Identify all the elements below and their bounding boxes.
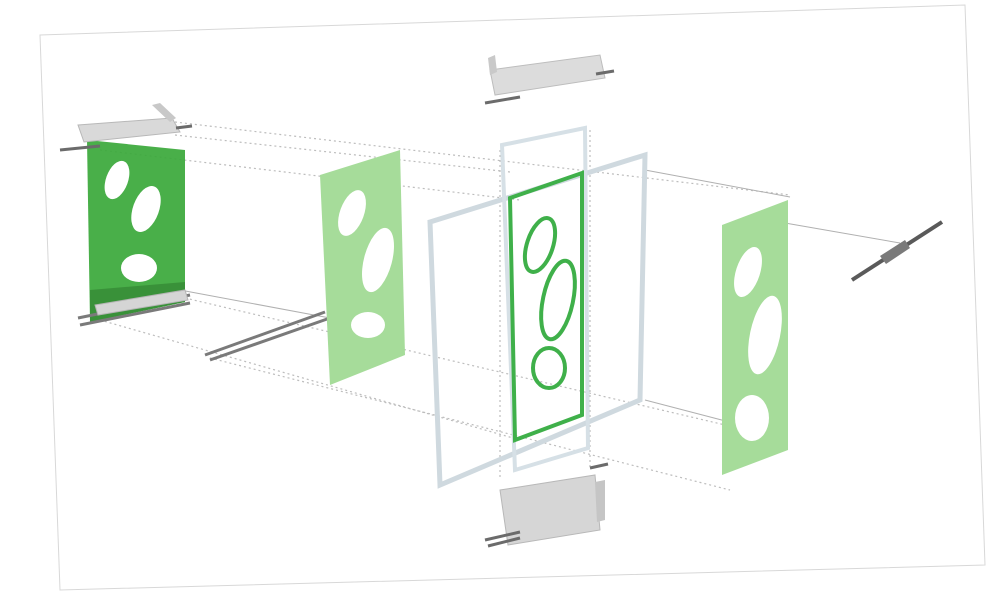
gasket	[507, 170, 584, 443]
rail-top-left	[59, 103, 193, 152]
rail-top-center	[484, 54, 615, 105]
end-plate-left-holes	[104, 160, 161, 282]
hole	[351, 312, 385, 338]
hole	[131, 186, 161, 232]
rail-bottom-left	[94, 289, 189, 316]
hole	[734, 246, 762, 298]
hole	[104, 160, 130, 200]
frame-rectangle-2	[499, 125, 591, 473]
gasket-ring	[531, 346, 567, 390]
gasket-ring	[522, 216, 558, 274]
gasket-ring	[539, 258, 577, 342]
rail-bottom-center	[484, 462, 609, 548]
hole	[735, 395, 769, 441]
hole	[362, 227, 394, 293]
hole	[338, 190, 366, 236]
hole	[121, 254, 157, 282]
connector-rod-right	[850, 220, 944, 282]
membrane-plate-1-holes	[338, 190, 394, 338]
membrane-plate-2-holes	[734, 246, 782, 441]
hole	[748, 295, 782, 375]
